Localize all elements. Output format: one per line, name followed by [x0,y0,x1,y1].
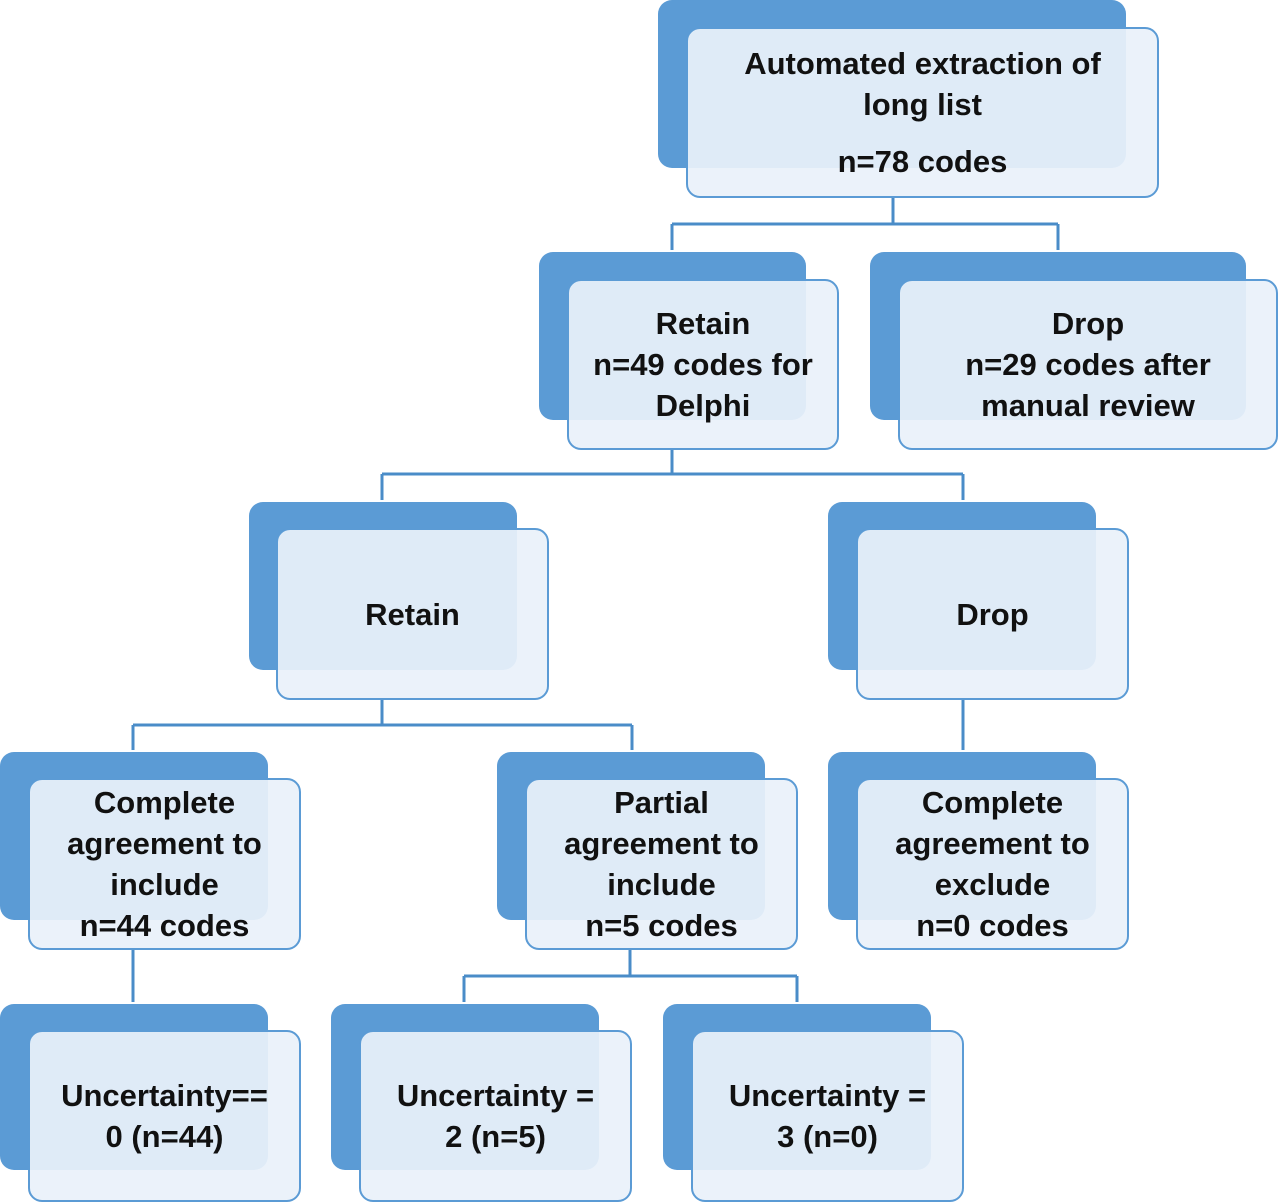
node-box: Drop [856,528,1129,700]
node-text: n=78 codes [837,144,1008,179]
node-text: Partial [614,785,709,820]
node-text: Delphi [655,388,751,423]
node-text: 0 (n=44) [105,1119,224,1154]
node-box: Uncertainty = 2 (n=5) [359,1030,632,1202]
node-box: Retain n=49 codes for Delphi [567,279,839,450]
node-box: Uncertainty== 0 (n=44) [28,1030,301,1202]
node-text: include [110,867,219,902]
node-text: Uncertainty = [728,1078,927,1113]
node-text: n=5 codes [585,908,738,943]
node-box: Retain [276,528,549,700]
node-text: n=29 codes after [965,347,1211,382]
node-text: Drop [1051,306,1125,341]
node-text: Complete [93,785,236,820]
connector-retain [131,700,634,750]
node-text: manual review [981,388,1195,423]
node-box: Uncertainty = 3 (n=0) [691,1030,964,1202]
node-text: long list [863,87,982,122]
node-text: Uncertainty== [61,1078,268,1113]
node-text: Automated extraction of [744,46,1101,81]
node-text: include [607,867,716,902]
node-text: n=44 codes [79,908,250,943]
node-text: Complete [921,785,1064,820]
node-box: Complete agreement to include n=44 codes [28,778,301,950]
node-box: Partial agreement to include n=5 codes [525,778,798,950]
node-text: agreement to [895,826,1090,861]
node-text: exclude [934,867,1051,902]
node-text: Retain [365,596,460,632]
node-text: Drop [956,596,1029,632]
node-text: n=49 codes for [593,347,813,382]
node-text: 3 (n=0) [777,1119,878,1154]
connector-partial-include [462,950,799,1002]
node-box: Automated extraction of long list n=78 c… [686,27,1159,198]
node-text: Uncertainty = [396,1078,595,1113]
node-text: agreement to [564,826,759,861]
node-text: agreement to [67,826,262,861]
node-text: 2 (n=5) [445,1119,546,1154]
connector-retain-delphi [380,450,965,500]
connector-extraction [670,198,1060,250]
node-text: Retain [655,306,751,341]
node-text: n=0 codes [916,908,1069,943]
node-box: Complete agreement to exclude n=0 codes [856,778,1129,950]
node-box: Drop n=29 codes after manual review [898,279,1278,450]
